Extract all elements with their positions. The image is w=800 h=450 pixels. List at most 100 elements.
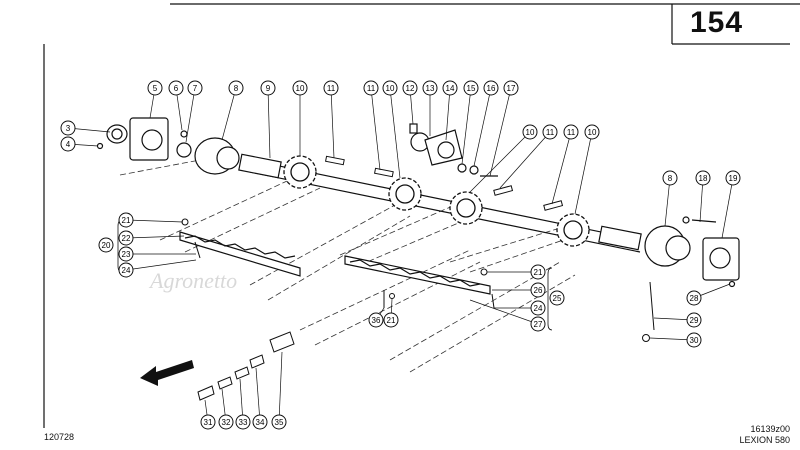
callout-circle	[542, 124, 558, 140]
callout-circle	[584, 124, 600, 140]
leader-line	[499, 131, 551, 189]
callout-circle	[118, 230, 134, 246]
callout-label: 4	[66, 140, 71, 149]
callout-19: 19	[725, 170, 741, 186]
leader-line	[221, 87, 237, 141]
callout-10: 10	[522, 124, 538, 140]
leader-line	[125, 235, 185, 239]
sprocket	[449, 191, 483, 225]
callout-circle	[695, 170, 711, 186]
callout-12: 12	[402, 80, 418, 96]
callout-label: 11	[567, 128, 576, 137]
callout-label: 29	[690, 316, 699, 325]
callout-10: 10	[382, 80, 398, 96]
callout-label: 35	[275, 418, 284, 427]
callout-circle	[463, 80, 479, 96]
callout-26: 26	[530, 282, 546, 298]
callout-circle	[549, 290, 565, 306]
fasteners	[181, 218, 655, 342]
callout-33: 33	[235, 414, 251, 430]
callout-label: 30	[690, 336, 699, 345]
leader-line	[489, 87, 512, 177]
callout-15: 15	[463, 80, 479, 96]
callout-label: 23	[122, 250, 131, 259]
right-bearing-assembly	[644, 216, 740, 288]
callout-circle	[383, 312, 399, 328]
callout-11: 11	[563, 124, 579, 140]
callout-label: 19	[729, 174, 738, 183]
callout-29: 29	[686, 312, 702, 328]
sprocket	[556, 213, 590, 247]
callout-circle	[147, 80, 163, 96]
callout-label: 21	[534, 268, 543, 277]
callout-label: 12	[406, 84, 415, 93]
callout-circle	[503, 80, 519, 96]
callout-9: 9	[260, 80, 276, 96]
callout-label: 20	[102, 241, 111, 250]
scraper-bar	[344, 255, 491, 295]
callout-circle	[60, 120, 76, 136]
callout-8: 8	[228, 80, 244, 96]
leader-line	[445, 87, 451, 141]
wear-plates	[197, 331, 295, 401]
callout-13: 13	[422, 80, 438, 96]
callout-circle	[530, 264, 546, 280]
callout-circle	[60, 136, 76, 152]
callout-label: 10	[296, 84, 305, 93]
callout-label: 26	[534, 286, 543, 295]
callout-30: 30	[686, 332, 702, 348]
callout-circle	[686, 290, 702, 306]
model-block: 16139z00 LEXION 580	[739, 424, 790, 446]
callout-label: 11	[327, 84, 336, 93]
callout-label: 7	[193, 84, 198, 93]
callout-circle	[530, 282, 546, 298]
callout-27: 27	[530, 316, 546, 332]
callout-23: 23	[118, 246, 134, 262]
callout-label: 11	[367, 84, 376, 93]
callout-label: 31	[204, 418, 213, 427]
leader-line	[389, 87, 401, 179]
callout-label: 34	[256, 418, 265, 427]
callout-circle	[483, 80, 499, 96]
callout-11: 11	[542, 124, 558, 140]
leader-lines	[67, 87, 734, 423]
callout-label: 25	[553, 294, 562, 303]
callout-25: 25	[549, 290, 565, 306]
callout-circle	[235, 414, 251, 430]
callout-16: 16	[483, 80, 499, 96]
callout-34: 34	[252, 414, 268, 430]
group-bracket	[547, 267, 553, 331]
callout-label: 13	[426, 84, 435, 93]
callout-circle	[292, 80, 308, 96]
callout-label: 8	[234, 84, 239, 93]
drawing-ref: 120728	[44, 432, 75, 442]
callout-label: 10	[386, 84, 395, 93]
leader-line	[574, 131, 593, 215]
scraper-bar	[179, 231, 301, 277]
leader-line	[664, 177, 671, 227]
leader-line	[473, 87, 492, 167]
callout-31: 31	[200, 414, 216, 430]
callout-5: 5	[147, 80, 163, 96]
callout-3: 3	[60, 120, 76, 136]
callout-label: 14	[446, 84, 455, 93]
callout-11: 11	[363, 80, 379, 96]
callout-label: 22	[122, 234, 131, 243]
callout-label: 9	[266, 84, 271, 93]
leader-line	[278, 351, 283, 423]
model-name: LEXION 580	[739, 435, 790, 445]
main-shaft	[238, 153, 642, 253]
callout-label: 32	[222, 418, 231, 427]
frame	[43, 3, 800, 428]
callout-circle	[686, 312, 702, 328]
callout-label: 6	[174, 84, 179, 93]
callout-21: 21	[530, 264, 546, 280]
callout-label: 10	[526, 128, 535, 137]
callout-circle	[442, 80, 458, 96]
sprocket	[283, 155, 317, 189]
callout-circle	[522, 124, 538, 140]
callout-8: 8	[662, 170, 678, 186]
callout-label: 24	[534, 304, 543, 313]
leader-line	[125, 259, 197, 271]
callout-35: 35	[271, 414, 287, 430]
